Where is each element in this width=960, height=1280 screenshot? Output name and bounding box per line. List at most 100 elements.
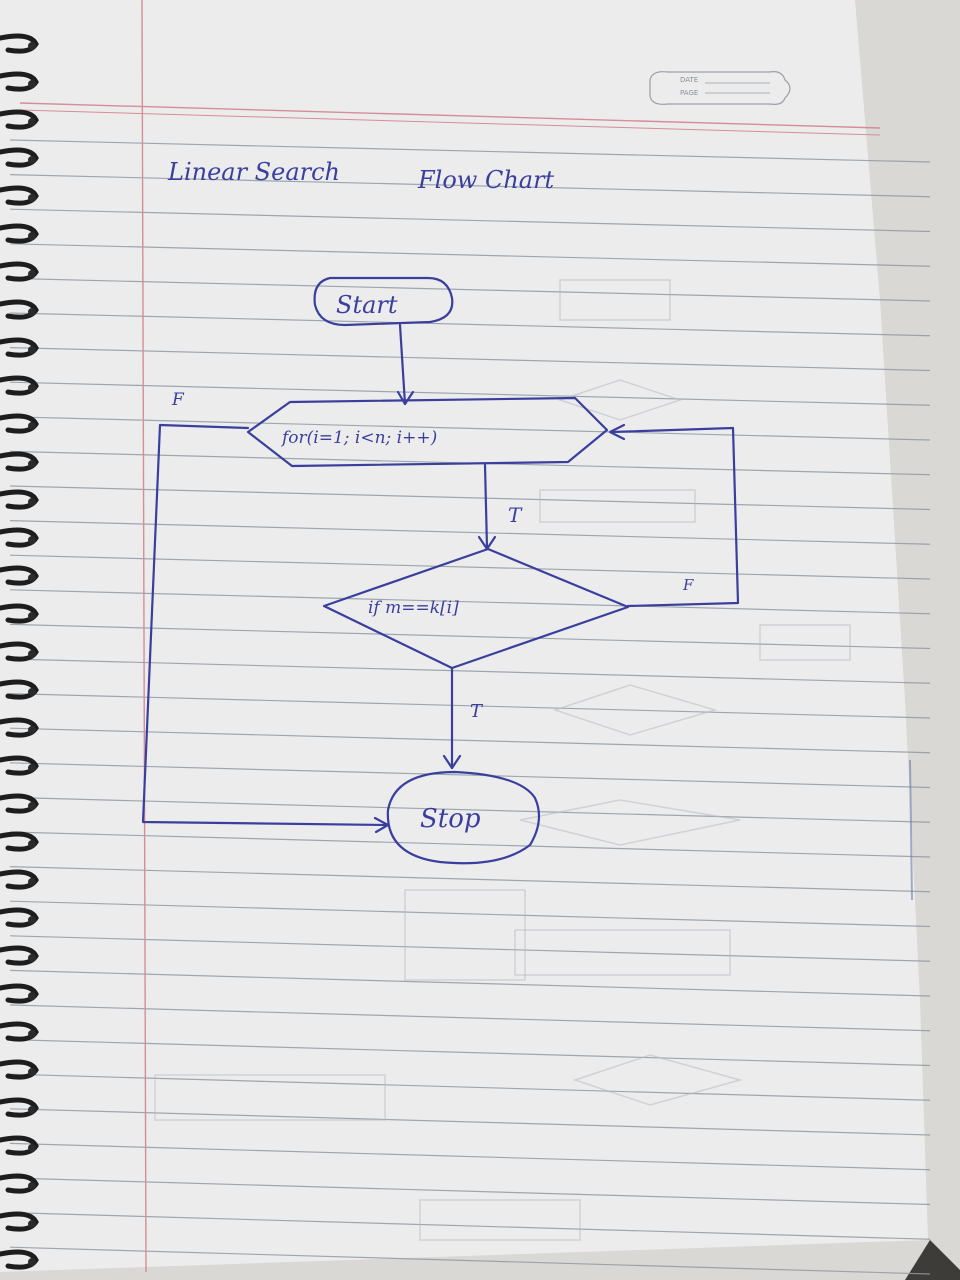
punch-hole	[28, 384, 36, 392]
punch-hole	[28, 802, 36, 810]
punch-hole	[28, 536, 36, 544]
punch-hole	[28, 346, 36, 354]
loop-false-label: F	[171, 390, 185, 410]
punch-hole	[28, 688, 36, 696]
start-label: Start	[336, 291, 398, 319]
spiral-ring	[0, 603, 39, 624]
spiral-ring	[0, 1021, 39, 1042]
spiral-ring	[0, 299, 39, 320]
punch-hole	[28, 232, 36, 240]
punch-hole	[28, 1182, 36, 1190]
ruled-line	[9, 520, 931, 545]
spiral-ring	[0, 1173, 39, 1194]
punch-hole	[28, 460, 36, 468]
punch-hole	[28, 726, 36, 734]
spiral-ring	[0, 755, 39, 776]
spiral-ring	[0, 717, 39, 738]
punch-hole	[28, 1068, 36, 1076]
page-subtitle: Flow Chart	[417, 166, 555, 194]
page-label: PAGE	[680, 89, 698, 97]
ruled-line	[9, 485, 931, 511]
stop-terminal	[386, 770, 541, 865]
ruled-line	[9, 589, 931, 615]
spiral-ring	[0, 793, 39, 814]
ruled-line	[9, 208, 931, 233]
ruled-line	[9, 727, 931, 754]
spiral-ring	[0, 565, 39, 586]
punch-hole	[28, 1220, 36, 1228]
ruled-line	[9, 243, 931, 267]
spiral-ring	[0, 261, 39, 282]
flowchart: Start for(i=1; i<n; i++) F T if m==k[i] …	[141, 276, 740, 865]
spiral-ring	[0, 33, 39, 54]
ruled-line	[9, 658, 931, 684]
spiral-ring	[0, 375, 39, 396]
spiral-ring	[0, 413, 39, 434]
ruled-line	[9, 866, 931, 893]
ruled-lines	[9, 139, 931, 1275]
page-title: Linear Search	[167, 158, 340, 186]
ruled-line	[9, 796, 931, 823]
punch-hole	[28, 878, 36, 886]
punch-hole	[28, 574, 36, 582]
punch-hole	[28, 1030, 36, 1038]
spiral-ring	[0, 641, 39, 662]
spiral-ring	[0, 907, 39, 928]
loop-true-label: T	[508, 503, 523, 527]
punch-hole	[28, 1144, 36, 1152]
spiral-ring	[0, 1211, 39, 1232]
spiral-ring	[0, 527, 39, 548]
start-terminal	[313, 276, 454, 327]
loop-label: for(i=1; i<n; i++)	[280, 428, 437, 448]
ruled-line	[9, 347, 931, 372]
spiral-ring	[0, 71, 39, 92]
loop-false-path	[141, 423, 388, 827]
punch-hole	[28, 992, 36, 1000]
ruled-line	[9, 623, 931, 650]
spiral-ring	[0, 869, 39, 890]
spiral-ring	[0, 983, 39, 1004]
spiral-ring	[0, 1059, 39, 1080]
date-label: DATE	[680, 76, 698, 84]
date-page-box: DATE PAGE	[649, 71, 791, 105]
punch-hole	[28, 80, 36, 88]
punch-hole	[28, 156, 36, 164]
header-rule-2	[19, 109, 881, 136]
punch-hole	[28, 840, 36, 848]
ruled-line	[9, 762, 931, 789]
spiral-ring	[0, 337, 39, 358]
punch-hole	[28, 916, 36, 924]
ruled-line	[9, 1142, 931, 1171]
spiral-ring	[0, 1249, 39, 1270]
spiral-ring	[0, 1135, 39, 1156]
punch-hole	[28, 764, 36, 772]
ruled-line	[9, 1108, 931, 1136]
ruled-line	[9, 831, 931, 858]
bleed-through	[154, 279, 913, 1241]
spiral-ring	[0, 147, 39, 168]
spiral-ring	[0, 489, 39, 510]
spiral-ring	[0, 451, 39, 472]
punch-hole	[28, 118, 36, 126]
arrow-start-to-loop	[398, 323, 407, 406]
spiral-ring	[0, 945, 39, 966]
ruled-line	[9, 1073, 931, 1101]
ruled-line	[9, 935, 931, 962]
spiral-binding	[0, 33, 39, 1270]
punch-hole	[28, 270, 36, 278]
spiral-ring	[0, 109, 39, 130]
arrow-loop-to-condition	[483, 463, 489, 550]
spiral-ring	[0, 679, 39, 700]
ruled-line	[9, 277, 931, 302]
punch-hole	[28, 650, 36, 658]
punch-hole	[28, 612, 36, 620]
ruled-line	[9, 312, 931, 337]
spiral-ring	[0, 223, 39, 244]
condition-false-label: F	[682, 576, 694, 594]
ruled-line	[9, 1246, 931, 1275]
ruled-line	[9, 969, 931, 997]
punch-hole	[28, 954, 36, 962]
ruled-line	[9, 381, 931, 406]
